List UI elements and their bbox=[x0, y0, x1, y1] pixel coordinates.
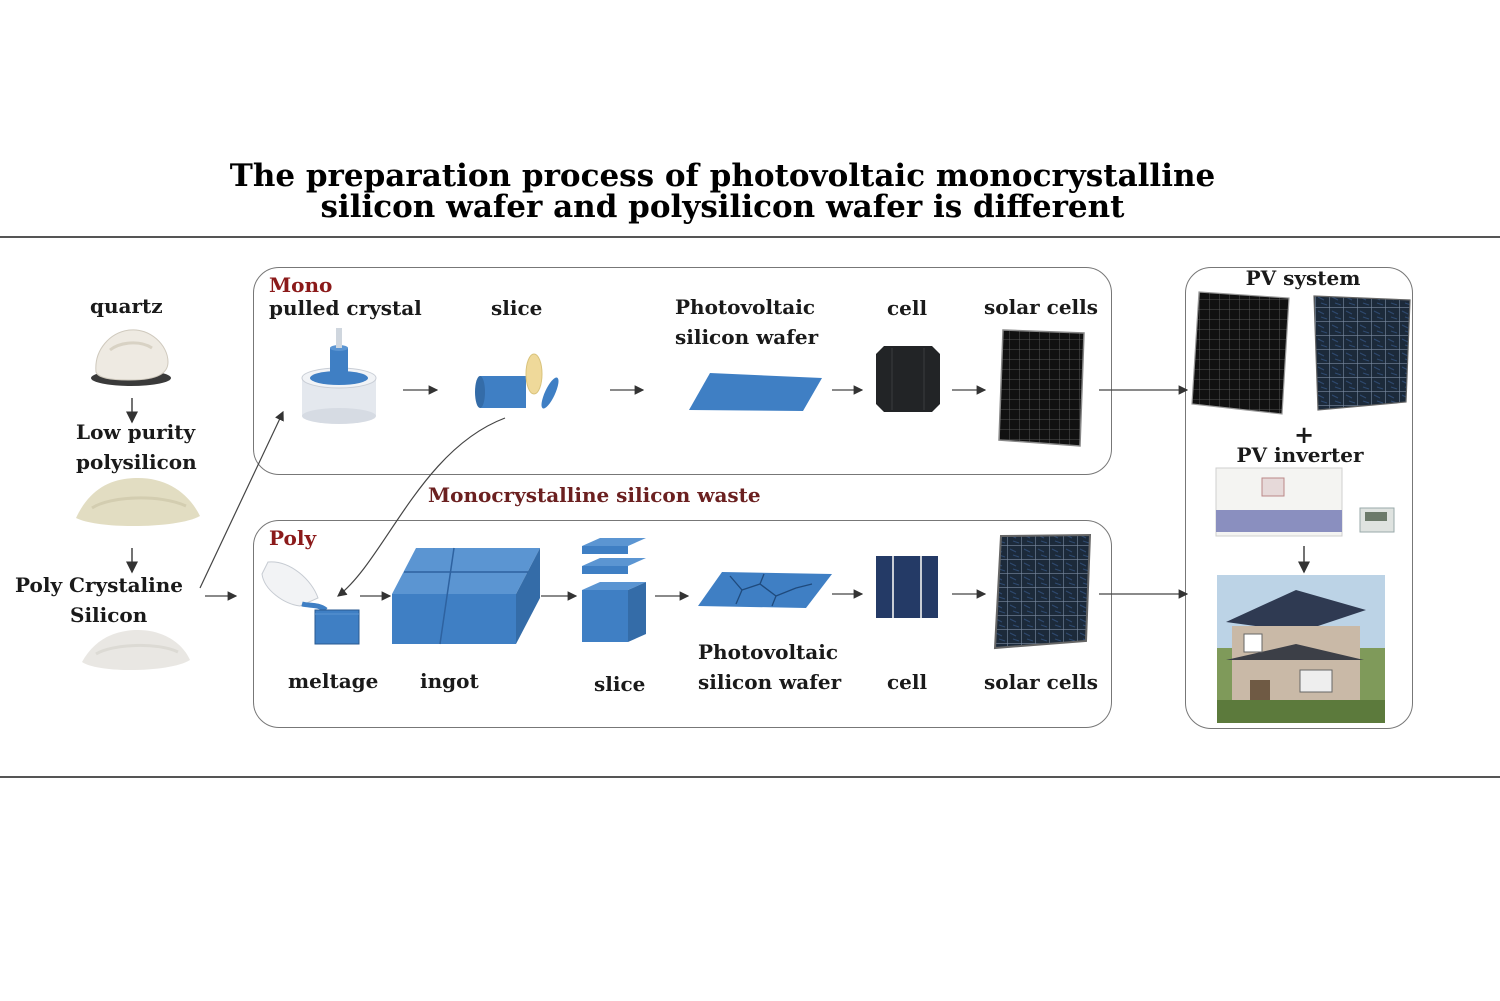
pv-inverter-label: PV inverter bbox=[1236, 443, 1364, 467]
poly-solar-panel-image bbox=[993, 533, 1092, 650]
meltage-image bbox=[261, 561, 360, 645]
quartz-label: quartz bbox=[90, 294, 163, 318]
poly-panel bbox=[253, 520, 1112, 728]
poly-wafer-image bbox=[698, 572, 832, 608]
poly-wafer-label-1: Photovoltaic bbox=[698, 640, 839, 664]
poly-cell-image bbox=[876, 556, 938, 618]
pv-system-panel bbox=[1185, 267, 1413, 729]
poly-crystaline-label: Poly Crystaline bbox=[15, 573, 184, 597]
ingot-label: ingot bbox=[420, 669, 479, 693]
low-purity-polysilicon-image bbox=[76, 478, 200, 527]
poly-cell-label: cell bbox=[887, 670, 928, 694]
pv-inverter-image bbox=[1215, 467, 1395, 537]
poly-solar-cells-label: solar cells bbox=[984, 670, 1099, 694]
mono-heading: Mono bbox=[269, 273, 333, 297]
quartz-image bbox=[91, 329, 171, 386]
pv-system-mono-panel-image bbox=[1191, 291, 1290, 415]
diagram-title-line2: silicon wafer and polysilicon wafer is d… bbox=[320, 189, 1125, 225]
pulled-crystal-image bbox=[301, 328, 377, 424]
bottom-rule bbox=[0, 776, 1500, 778]
mono-solar-panel-image bbox=[998, 329, 1085, 447]
mono-wafer-label-2: silicon wafer bbox=[675, 325, 819, 349]
mono-wafer-label-1: Photovoltaic bbox=[675, 295, 816, 319]
house-image bbox=[1217, 575, 1385, 723]
mono-wafer-image bbox=[689, 373, 822, 411]
ingot-image bbox=[392, 547, 540, 645]
silicon-label: Silicon bbox=[70, 603, 148, 627]
mono-solar-cells-label: solar cells bbox=[984, 295, 1099, 319]
polysilicon-label: polysilicon bbox=[76, 450, 197, 474]
poly-crystaline-silicon-image bbox=[82, 630, 190, 671]
waste-arrow bbox=[337, 417, 506, 597]
mono-cell-image bbox=[876, 346, 940, 412]
mono-cell-label: cell bbox=[887, 296, 928, 320]
low-purity-label: Low purity bbox=[76, 420, 196, 444]
plus-sign: + bbox=[1293, 420, 1315, 449]
top-rule bbox=[0, 236, 1500, 238]
waste-label: Monocrystalline silicon waste bbox=[428, 483, 761, 507]
poly-wafer-label-2: silicon wafer bbox=[698, 670, 842, 694]
mono-slice-label: slice bbox=[491, 296, 543, 320]
mono-slice-image bbox=[475, 353, 559, 409]
meltage-label: meltage bbox=[288, 669, 379, 693]
poly-slice-image bbox=[582, 538, 646, 642]
mono-panel bbox=[253, 267, 1112, 475]
poly-heading: Poly bbox=[269, 526, 317, 550]
poly-slice-label: slice bbox=[594, 672, 646, 696]
diagram-title-line1: The preparation process of photovoltaic … bbox=[229, 158, 1216, 194]
to-mono-arrow bbox=[199, 410, 284, 589]
pv-system-label: PV system bbox=[1245, 266, 1361, 290]
pulled-crystal-label: pulled crystal bbox=[269, 296, 422, 320]
pv-system-poly-panel-image bbox=[1313, 295, 1411, 411]
